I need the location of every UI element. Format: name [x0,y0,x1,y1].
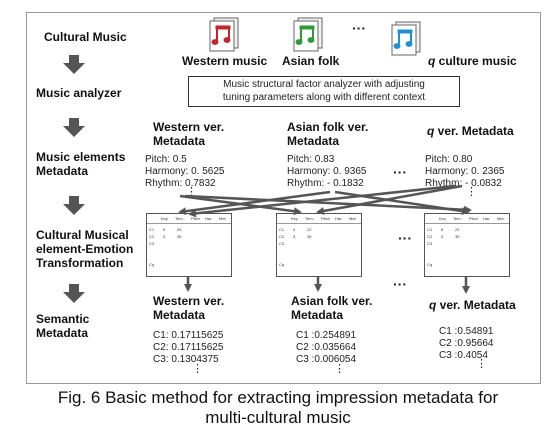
transform-ellipsis: ··· [398,230,412,246]
semantic-vellipsis-western: ⋮ [192,363,203,375]
arrow-q-to-asian-table [316,184,463,215]
music-file-icon-blue [391,21,421,56]
element-meta-title-q: q ver. Metadata [427,124,514,138]
semantic-c2-asian: C2 :0.035664 [296,342,357,353]
semantic-vellipsis-q: ⋮ [476,358,487,370]
arrow-western-to-q-table [184,194,472,214]
element-meta-title-asian: Asian folk ver. Metadata [287,120,369,148]
source-label-q-culture: q culture music [428,54,517,68]
arrow-asian-to-q-table [334,190,470,216]
element-meta-pitch-asian: Pitch: 0.83 [287,154,335,165]
semantic-c2-q: C2 :0.95664 [439,338,494,349]
stage-label-cultural-music: Cultural Music [44,30,127,44]
stage-label-music-elements-metadata: Music elements Metadata [36,150,126,178]
figure-caption: Fig. 6 Basic method for extracting impre… [57,388,499,427]
source-label-asian-folk: Asian folk [282,54,340,68]
arrow-q-to-western-table [188,184,456,218]
element-meta-vellipsis-western: ⋮ [186,186,197,198]
element-meta-pitch-western: Pitch: 0.5 [145,154,187,165]
element-meta-ellipsis: ··· [393,164,407,180]
semantic-c3-western: C3: 0.1304375 [153,354,219,365]
element-meta-harmony-western: Harmony: 0. 5625 [145,166,225,177]
element-meta-rhythm-western: Rhythm: 0.7832 [145,178,216,189]
analyzer-box: Music structural factor analyzer with ad… [188,76,460,107]
element-meta-harmony-asian: Harmony: 0. 9365 [287,166,367,177]
semantic-title-q: q ver. Metadata [429,298,516,312]
semantic-c1-asian: C1 :0.254891 [296,330,357,341]
element-meta-pitch-q: Pitch: 0.80 [425,154,473,165]
arrow-asian-to-western-table [178,190,331,216]
source-ellipsis: ··· [352,20,366,36]
stage-label-transformation: Cultural Musical element-Emotion Transfo… [36,228,134,270]
semantic-c2-western: C2: 0.17115625 [153,342,224,353]
semantic-c1-q: C1 :0.54891 [439,326,494,337]
element-meta-rhythm-q: Rhythm: - 0.0832 [425,178,502,189]
semantic-c1-western: C1: 0.17115625 [153,330,224,341]
element-meta-harmony-q: Harmony: 0. 2365 [425,166,505,177]
music-file-icon-red [209,17,239,52]
semantic-vellipsis-asian: ⋮ [334,363,345,375]
element-meta-title-western: Western ver. Metadata [153,120,225,148]
semantic-title-western: Western ver. Metadata [153,294,225,322]
element-meta-rhythm-asian: Rhythm: - 0.1832 [287,178,364,189]
semantic-ellipsis: ··· [393,276,407,292]
semantic-c3-q: C3 :0.4054 [439,350,488,361]
semantic-title-asian: Asian folk ver. Metadata [291,294,373,322]
stage-label-music-analyzer: Music analyzer [36,86,122,100]
music-file-icon-green [293,17,323,52]
source-label-western: Western music [182,54,268,68]
element-meta-vellipsis-q: ⋮ [466,186,477,198]
semantic-c3-asian: C3 :0.006054 [296,354,357,365]
stage-label-semantic-metadata: Semantic Metadata [36,312,90,340]
